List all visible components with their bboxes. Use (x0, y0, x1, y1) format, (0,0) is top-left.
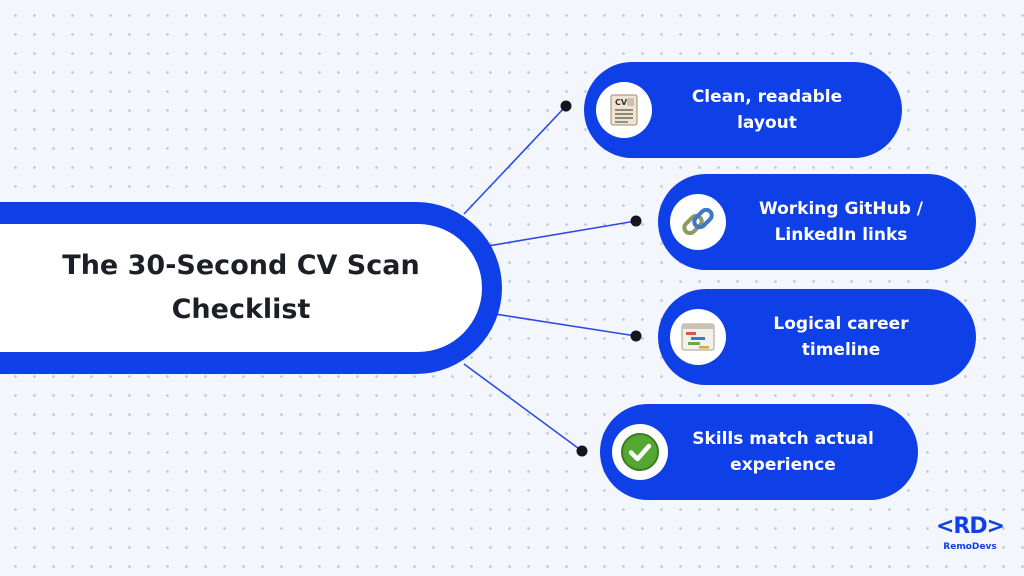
connector-line-1 (463, 105, 567, 215)
checklist-item-links: Working GitHub / LinkedIn links (658, 174, 976, 270)
connector-line-4 (463, 363, 583, 452)
connector-dot-2 (630, 215, 642, 227)
svg-text:CV: CV (615, 98, 628, 107)
connector-line-2 (481, 220, 637, 248)
logo-name: RemoDevs (943, 542, 997, 552)
logo-mark: <RD> (935, 514, 1005, 539)
checklist-item-timeline: Logical career timeline (658, 289, 976, 385)
connector-dot-1 (560, 100, 572, 112)
cv-document-icon: CV (596, 82, 652, 138)
timeline-chart-icon (670, 309, 726, 365)
connector-line-3 (481, 311, 637, 337)
checklist-item-label: Working GitHub / LinkedIn links (758, 199, 924, 245)
central-node: The 30-Second CV Scan Checklist (0, 224, 482, 352)
connector-dot-4 (576, 445, 588, 457)
connector-dot-3 (630, 330, 642, 342)
diagram-title: The 30-Second CV Scan Checklist (62, 250, 420, 325)
checklist-item-skills: Skills match actual experience (600, 404, 918, 500)
checklist-item-label: Clean, readable layout (691, 87, 843, 133)
chain-link-icon (670, 194, 726, 250)
checklist-item-label: Skills match actual experience (692, 429, 874, 475)
checklist-item-layout: CV Clean, readable layout (584, 62, 902, 158)
remodevs-logo: <RD> RemoDevs (933, 514, 1007, 560)
green-check-icon (612, 424, 668, 480)
checklist-item-label: Logical career timeline (773, 314, 909, 360)
